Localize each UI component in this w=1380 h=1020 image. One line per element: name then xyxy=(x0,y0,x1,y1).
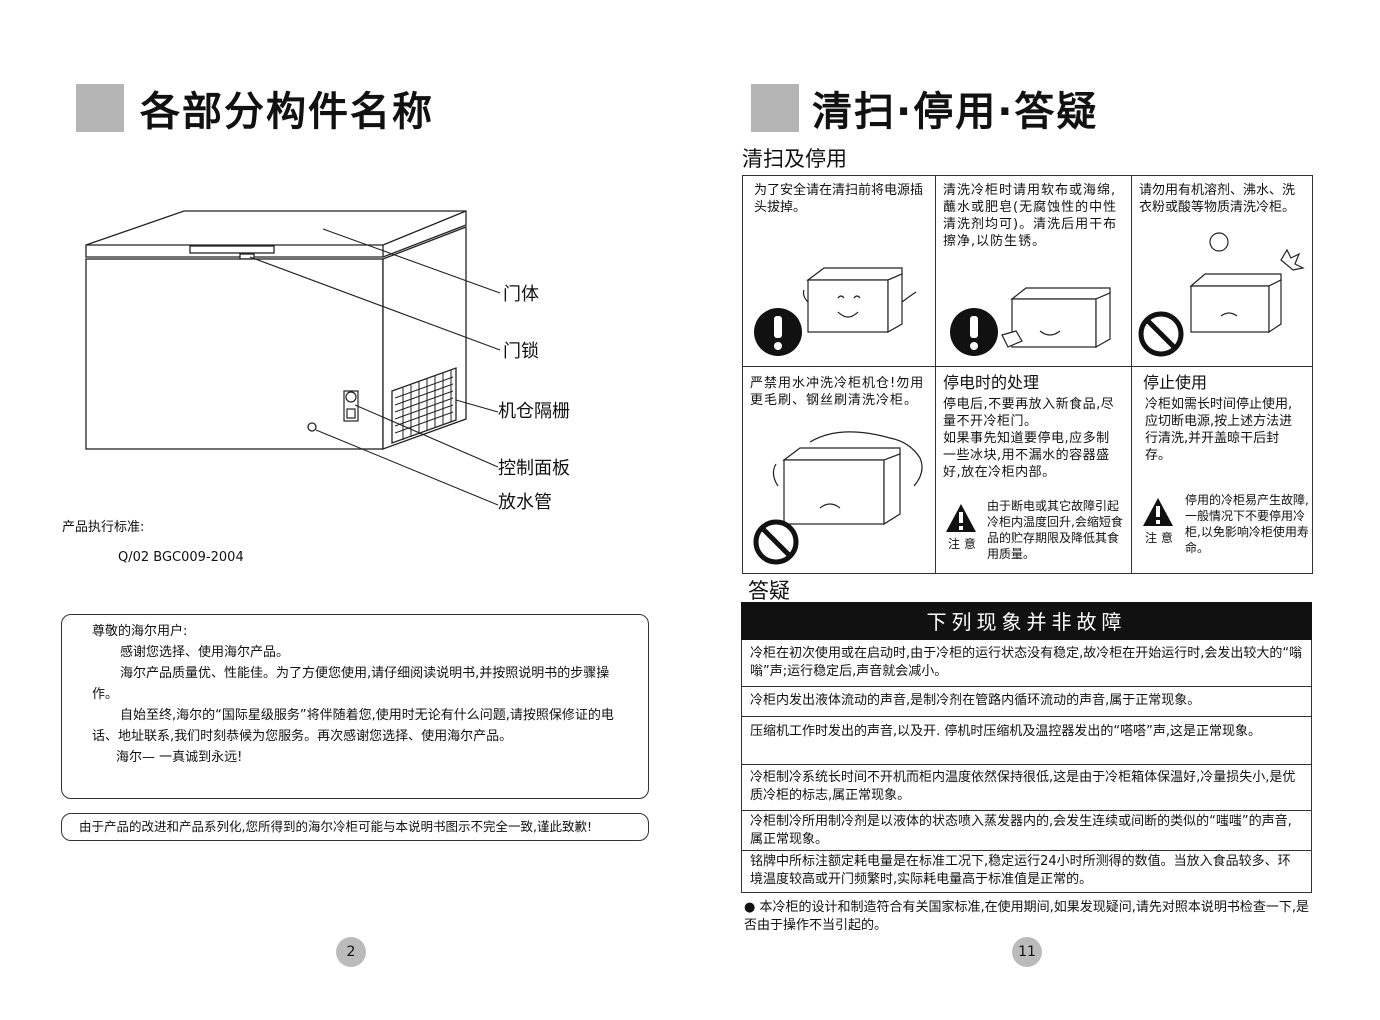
warning-exclamation-icon xyxy=(754,308,802,356)
power-outage-heading: 停电时的处理 xyxy=(943,373,1040,392)
grid-line xyxy=(742,366,1313,367)
stop-use-section: 停止使用 冷柜如需长时间停止使用,应切断电源,按上述方法进行清洗,并开盖晾干后封… xyxy=(1137,369,1309,468)
prohibited-icon xyxy=(753,519,799,565)
letter-salutation: 尊敬的海尔用户: xyxy=(92,624,188,639)
tip-no-solvents: 请勿用有机溶剂、沸水、洗衣粉或酸等物质清洗冷柜。 xyxy=(1139,183,1296,215)
qa-row: 冷柜制冷所用制冷剂是以液体的状态喷入蒸发器内的,会发生连续或间断的类似的“嗤嗤”… xyxy=(742,811,1311,851)
tip-cleaning-method: 清洗冷柜时请用软布或海绵,蘸水或肥皂(无腐蚀性的中性清洗剂均可)。清洗后用干布擦… xyxy=(943,183,1118,249)
caution-triangle-icon xyxy=(1143,498,1173,526)
freezer-smile-icon xyxy=(802,267,917,334)
section-cleaning-heading: 清扫及停用 xyxy=(742,147,847,171)
right-page-title: 清扫·停用·答疑 xyxy=(812,89,1099,135)
grid-line xyxy=(935,175,936,574)
power-outage-text: 停电后,不要再放入新食品,尽量不开冷柜门。 如果事先知道要停电,应多制一些冰块,… xyxy=(943,397,1115,480)
standard-code: Q/02 BGC009-2004 xyxy=(118,550,244,565)
freezer-spray-icon xyxy=(772,431,923,526)
stop-use-heading: 停止使用 xyxy=(1143,373,1208,392)
left-title-block xyxy=(76,84,124,132)
part-label-lock: 门锁 xyxy=(503,341,539,362)
left-page-title: 各部分构件名称 xyxy=(140,89,434,135)
letter-paragraph: 感谢您选择、使用海尔产品。 xyxy=(120,645,290,660)
qa-row: 冷柜在初次使用或在启动时,由于冷柜的运行状态没有稳定,故冷柜在开始运行时,会发出… xyxy=(742,641,1311,687)
warning-exclamation-icon xyxy=(950,308,998,356)
qa-row: 冷柜内发出液体流动的声音,是制冷剂在管路内循环流动的声音,属于正常现象。 xyxy=(742,687,1311,717)
standard-label: 产品执行标准: xyxy=(62,520,145,535)
letter-paragraph: 自始至终,海尔的“国际星级服务”将伴随着您,使用时无论有什么问题,请按照保修证的… xyxy=(92,708,614,744)
power-outage-section: 停电时的处理 停电后,不要再放入新食品,尽量不开冷柜门。 如果事先知道要停电,应… xyxy=(937,369,1129,485)
letter-signoff: 海尔— 一真诚到永远! xyxy=(116,750,243,765)
left-page-number: 2 xyxy=(336,937,366,967)
power-outage-note: 由于断电或其它故障引起冷柜内温度回升,会缩短食品的贮存期限及降低其食用质量。 xyxy=(987,499,1123,561)
section-qa-heading: 答疑 xyxy=(748,579,790,603)
part-label-drain: 放水管 xyxy=(498,492,552,513)
qa-header-text: 下列现象并非故障 xyxy=(926,610,1127,634)
freezer-sad-icon xyxy=(1189,232,1305,334)
qa-row: 冷柜制冷系统长时间不开机而柜内温度依然保持很低,这是由于冷柜箱体保温好,冷量损失… xyxy=(742,765,1311,811)
footer-note: ● 本冷柜的设计和制造符合有关国家标准,在使用期间,如果发现疑问,请先对照本说明… xyxy=(744,900,1310,933)
qa-row: 压缩机工作时发出的声音,以及开. 停机时压缩机及温控器发出的“嗒嗒”声,这是正常… xyxy=(742,717,1311,765)
caution-label: 注 意 xyxy=(1145,531,1173,545)
qa-row: 铭牌中所标注额定耗电量是在标准工况下,稳定运行24小时所测得的数值。当放入食品较… xyxy=(750,854,1291,887)
right-title-block xyxy=(751,84,799,132)
part-label-grille: 机仓隔栅 xyxy=(498,401,570,422)
welcome-letter: 尊敬的海尔用户: 感谢您选择、使用海尔产品。 海尔产品质量优、性能佳。为了方便您… xyxy=(61,614,649,799)
right-page-number: 11 xyxy=(1012,937,1042,967)
qa-header: 下列现象并非故障 xyxy=(741,602,1312,640)
freezer-diagram xyxy=(85,210,501,506)
stop-use-text: 冷柜如需长时间停止使用,应切断电源,按上述方法进行清洗,并开盖晾干后封存。 xyxy=(1145,397,1293,463)
stop-use-note: 停用的冷柜易产生故障,一般情况下不要停用冷柜,以免影响冷柜使用寿命。 xyxy=(1185,493,1309,555)
grid-line xyxy=(1131,175,1132,574)
part-label-control-panel: 控制面板 xyxy=(498,458,570,479)
tip-unplug: 为了安全请在清扫前将电源插头拔掉。 xyxy=(754,183,924,215)
prohibited-icon xyxy=(1138,311,1184,357)
cleaning-grid xyxy=(742,175,1313,574)
part-label-door: 门体 xyxy=(503,284,539,305)
tip-no-water-spray: 严禁用水冲洗冷柜机仓!勿用更毛刷、钢丝刷清洗冷柜。 xyxy=(750,376,925,408)
notice-text: 由于产品的改进和产品系列化,您所得到的海尔冷柜可能与本说明书图示不完全一致,谨此… xyxy=(79,819,592,834)
caution-triangle-icon xyxy=(946,504,976,532)
letter-paragraph: 海尔产品质量优、性能佳。为了方便您使用,请仔细阅读说明书,并按照说明书的步骤操作… xyxy=(92,666,610,702)
caution-label: 注 意 xyxy=(948,537,976,551)
notice-box: 由于产品的改进和产品系列化,您所得到的海尔冷柜可能与本说明书图示不完全一致,谨此… xyxy=(61,813,649,841)
freezer-wipe-icon xyxy=(1001,287,1111,349)
